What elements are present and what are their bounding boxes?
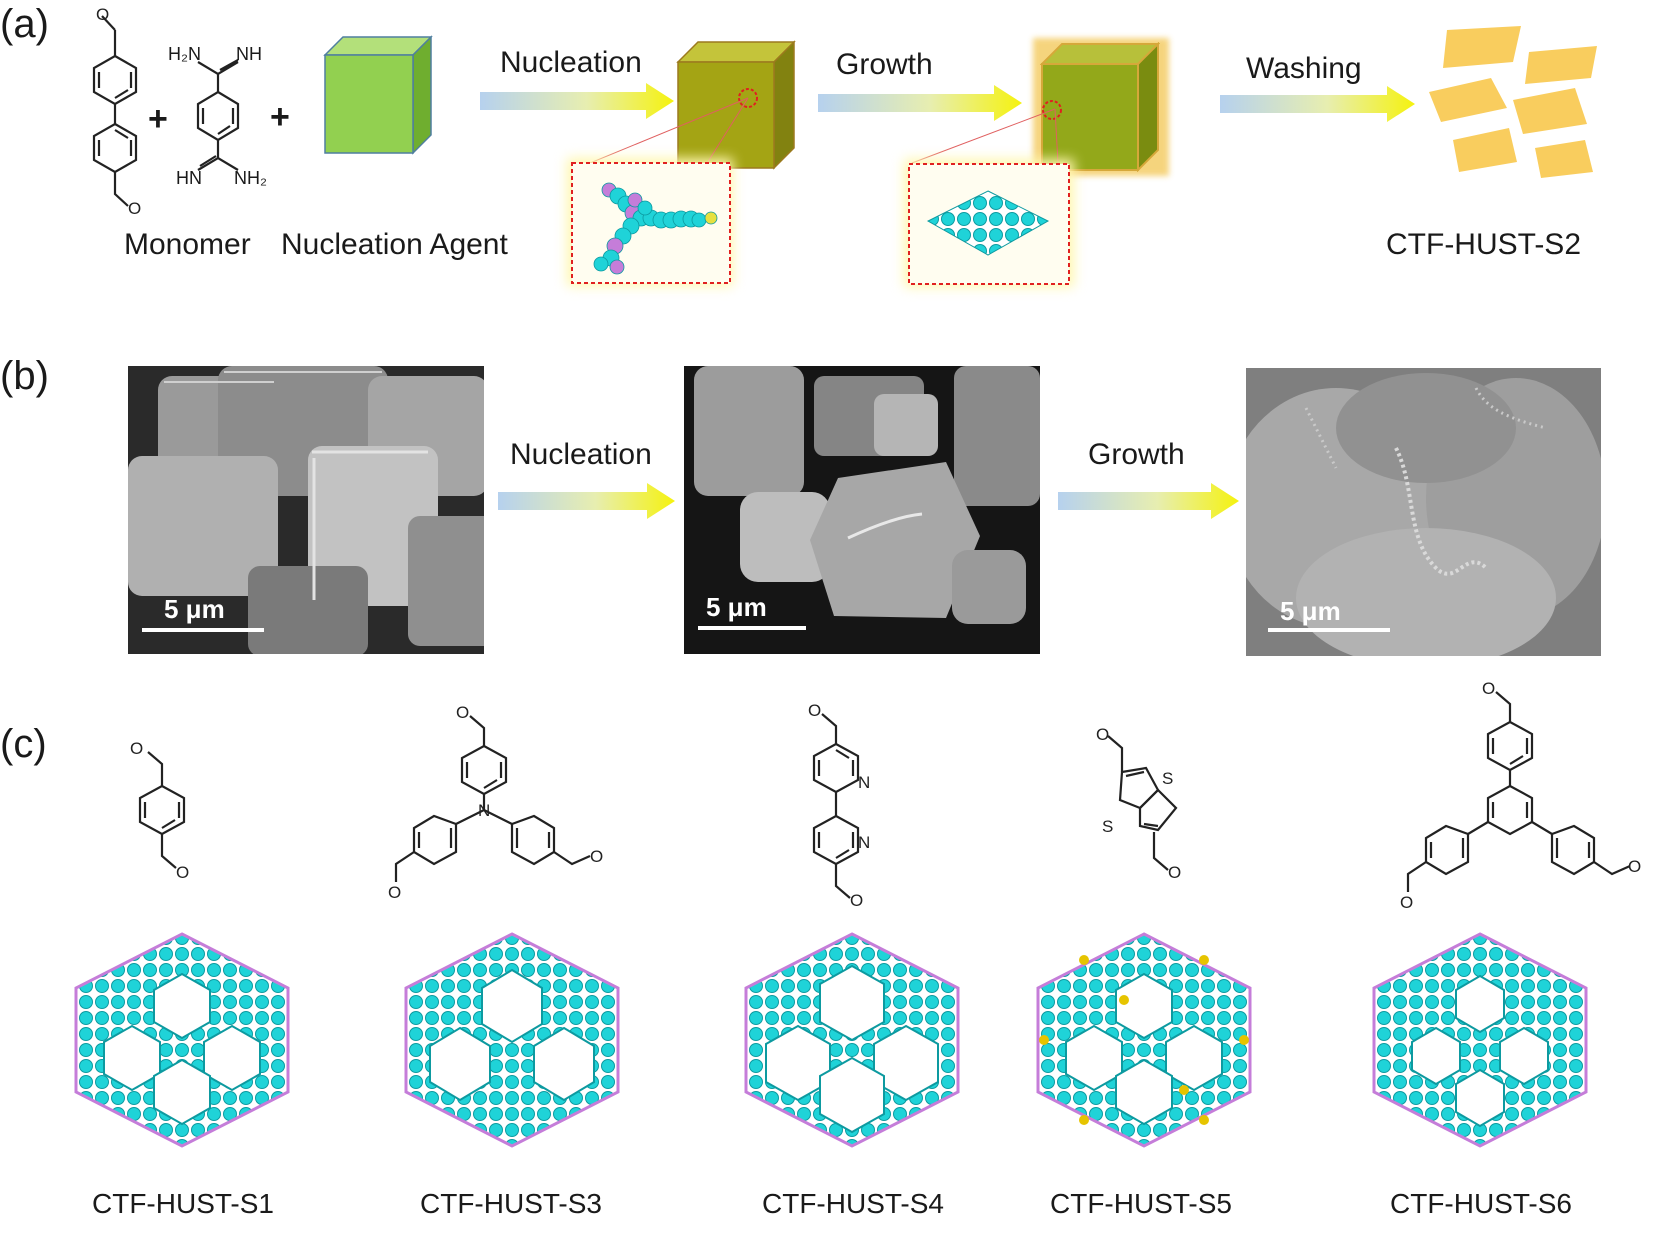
triphenylamine-trialdehyde-structure: O N O O [388,703,603,902]
sem-image-template: 5 μm [128,366,484,654]
svg-text:O: O [850,891,863,910]
triformylphenylbenzene-structure: O O O [1400,679,1641,912]
caption-ctf-hust-s3: CTF-HUST-S3 [420,1188,602,1219]
framework-model-s4 [744,932,960,1148]
monomer-label: Monomer [124,228,251,261]
svg-text:N: N [858,833,870,852]
svg-text:O: O [808,701,821,720]
svg-text:O: O [590,847,603,866]
b-nucleation-arrow [498,483,675,519]
framework-model-s1 [74,932,290,1148]
product-ctf-hust-s2-label: CTF-HUST-S2 [1386,228,1581,261]
caption-ctf-hust-s5: CTF-HUST-S5 [1050,1188,1232,1219]
amidine-label-h2n: H₂N [168,44,201,64]
b-growth-arrow [1058,483,1239,519]
plus-sign-2: + [270,98,290,136]
scale-bar-label-3: 5 μm [1280,596,1341,626]
svg-text:N: N [858,773,870,792]
svg-text:O: O [1482,679,1495,698]
terephthalaldehyde-structure: O O [130,739,189,882]
framework-model-s6 [1372,932,1588,1148]
caption-ctf-hust-s1: CTF-HUST-S1 [92,1188,274,1219]
bipyridine-dialdehyde-structure: O N N O [808,701,870,910]
zoom-lines-2 [911,108,1059,164]
ctf-nanosheet-flakes-icon [1429,26,1597,178]
amidine-label-hn: HN [176,168,202,188]
panel-label-b: (b) [0,354,49,398]
svg-text:S: S [1102,817,1113,836]
plus-sign-1: + [148,100,168,138]
svg-text:O: O [96,8,109,24]
a-washing-arrow [1220,86,1415,122]
a-step-growth-label: Growth [836,48,933,81]
a-step-nucleation-label: Nucleation [500,46,642,79]
growth-framework-inset [908,163,1070,285]
panel-label-a: (a) [0,2,49,46]
scale-bar-label-2: 5 μm [706,592,767,622]
framework-model-s5 [1036,932,1252,1148]
svg-text:O: O [1168,863,1181,882]
svg-text:S: S [1162,769,1173,788]
thienothiophene-dialdehyde-structure: O S S O [1096,728,1181,882]
nucleated-cube-icon [676,40,796,170]
svg-text:O: O [1628,857,1641,876]
a-growth-arrow [818,85,1022,121]
svg-text:O: O [456,703,469,722]
scale-bar-1 [142,628,264,632]
svg-text:O: O [130,739,143,758]
b-step-nucleation-label: Nucleation [510,438,652,471]
a-step-washing-label: Washing [1246,52,1362,85]
nucleation-molecule-inset [571,162,731,284]
scale-bar-3 [1268,628,1390,632]
svg-text:O: O [1400,893,1413,912]
caption-ctf-hust-s6: CTF-HUST-S6 [1390,1188,1572,1219]
svg-text:O: O [128,199,141,218]
caption-ctf-hust-s4: CTF-HUST-S4 [762,1188,944,1219]
sem-image-nucleated: 5 μm [684,366,1040,654]
svg-text:N: N [478,801,490,820]
framework-model-s3 [404,932,620,1148]
amidine-label-nh2-bottom: NH₂ [234,168,267,188]
nucleation-agent-cube-icon [323,35,433,155]
svg-text:O: O [176,863,189,882]
grown-cube-icon [1040,42,1160,172]
amidine-label-nh-top: NH [236,44,262,64]
sem-image-grown: 5 μm [1246,368,1601,656]
svg-text:O: O [388,883,401,902]
amidine-structure [196,59,240,171]
biphenyl-dialdehyde-structure: O O [92,8,141,218]
panel-label-c: (c) [0,722,47,766]
b-step-growth-label: Growth [1088,438,1185,471]
scale-bar-2 [698,626,806,630]
scale-bar-label-1: 5 μm [164,594,225,624]
a-nucleation-arrow [480,83,674,119]
nucleation-agent-label: Nucleation Agent [281,228,508,261]
zoom-lines-1 [577,97,749,169]
svg-text:O: O [1096,728,1109,744]
